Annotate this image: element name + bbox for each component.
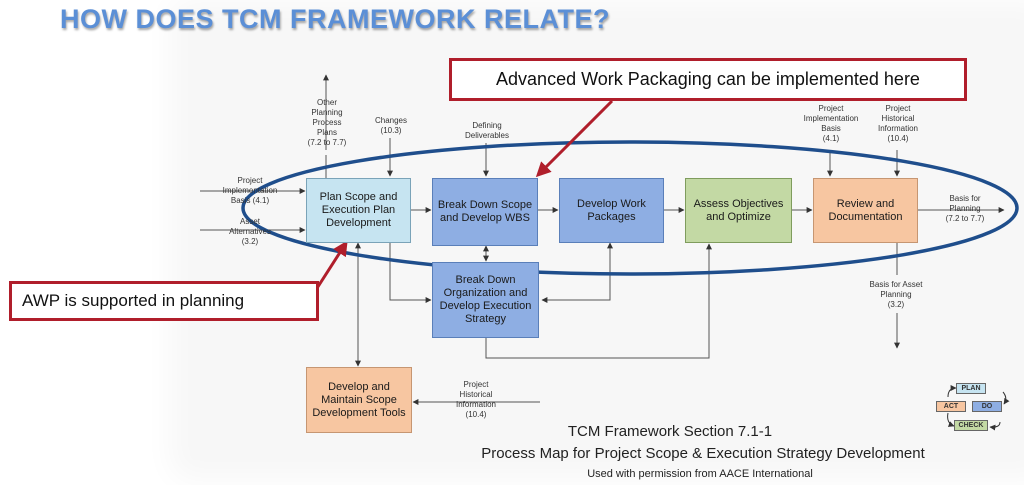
caption-process-map: Process Map for Project Scope & Executio… <box>481 445 925 462</box>
break-down-organization-box: Break Down Organization and Develop Exec… <box>432 262 539 338</box>
changes-label: Changes (10.3) <box>374 116 408 135</box>
project-implementation-left-label: Project Implementation Basis (4.1) <box>222 176 278 205</box>
caption-section: TCM Framework Section 7.1-1 <box>567 423 773 440</box>
asset-alternatives-label: Asset Alternatives (3.2) <box>229 217 271 246</box>
caption-permission: Used with permission from AACE Internati… <box>587 468 813 480</box>
project-historical-bottom-label: Project Historical Information (10.4) <box>455 380 497 419</box>
break-down-scope-box: Break Down Scope and Develop WBS <box>432 178 538 246</box>
highlight-ellipse <box>241 140 1019 276</box>
pdca-plan: PLAN <box>956 383 986 394</box>
pdca-check: CHECK <box>954 420 988 431</box>
pdca-act: ACT <box>936 401 966 412</box>
other-planning-label: Other Planning Process Plans (7.2 to 7.7… <box>307 98 347 147</box>
review-documentation-box: Review and Documentation <box>813 178 918 243</box>
plan-scope-box: Plan Scope and Execution Plan Developmen… <box>306 178 411 243</box>
develop-work-packages-box: Develop Work Packages <box>559 178 664 243</box>
page-title: HOW DOES TCM FRAMEWORK RELATE? <box>60 4 610 34</box>
pdca-do: DO <box>972 401 1002 412</box>
awp-planning-callout: AWP is supported in planning <box>9 281 319 321</box>
basis-for-asset-planning-label: Basis for Asset Planning (3.2) <box>869 280 923 309</box>
project-historical-right-label: Project Historical Information (10.4) <box>877 104 919 143</box>
project-implementation-right-label: Project Implementation Basis (4.1) <box>803 104 859 143</box>
assess-objectives-box: Assess Objectives and Optimize <box>685 178 792 243</box>
awp-implemented-callout: Advanced Work Packaging can be implement… <box>449 58 967 101</box>
develop-tools-box: Develop and Maintain Scope Development T… <box>306 367 412 433</box>
basis-for-planning-label: Basis for Planning (7.2 to 7.7) <box>945 194 985 223</box>
defining-deliverables-label: Defining Deliverables <box>464 121 510 140</box>
